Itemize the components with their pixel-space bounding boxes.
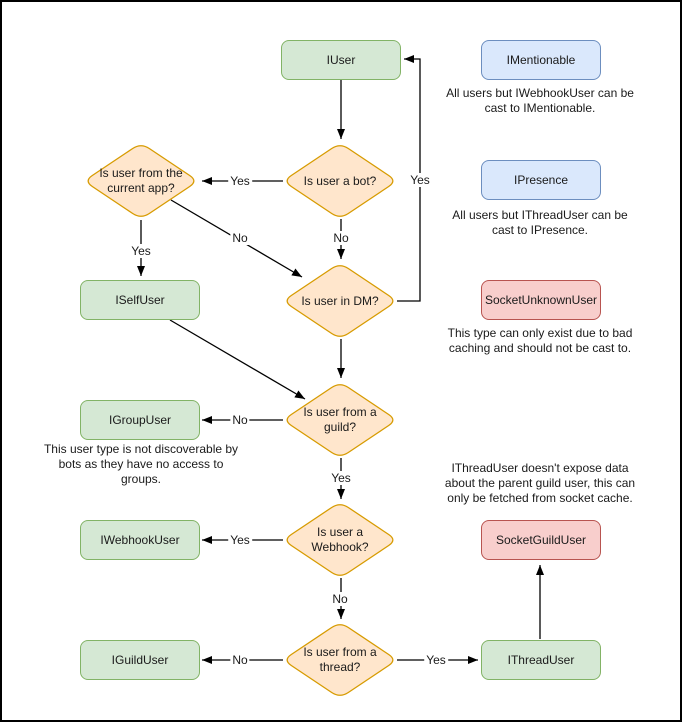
- edge-label-bot-no: No: [331, 231, 351, 245]
- edge-iselfuser-to-guild: [169, 319, 306, 400]
- edge-label-dm-yes: Yes: [408, 173, 432, 187]
- edge-label-bot-yes: Yes: [228, 174, 252, 188]
- decision-dm-shape: [286, 265, 394, 337]
- node-iselfuser: ISelfUser: [80, 280, 200, 320]
- edge-label-webhook-yes: Yes: [228, 533, 252, 547]
- node-imentionable: IMentionable: [481, 40, 601, 80]
- note-socketunknownuser: This type can only exist due to bad cach…: [447, 326, 633, 355]
- note-imentionable: All users but IWebhookUser can be cast t…: [446, 86, 634, 115]
- decision-guild-shape: [286, 384, 394, 456]
- node-iuser: IUser: [281, 40, 401, 80]
- node-iwebhookuser: IWebhookUser: [80, 520, 200, 560]
- edge-label-guild-yes: Yes: [329, 471, 353, 485]
- decision-thread-shape: [286, 624, 394, 696]
- edge-label-thread-yes: Yes: [424, 653, 448, 667]
- node-socketunknownuser: SocketUnknownUser: [481, 280, 601, 320]
- decision-current-app-shape: [87, 145, 195, 217]
- edge-label-guild-no: No: [230, 413, 250, 427]
- node-iguilduser: IGuildUser: [80, 640, 200, 680]
- node-socketguilduser: SocketGuildUser: [481, 520, 601, 560]
- edge-label-app-no: No: [230, 231, 250, 245]
- decision-bot-shape: [286, 145, 394, 217]
- node-ipresence: IPresence: [481, 160, 601, 200]
- note-igroupuser: This user type is not discoverable by bo…: [43, 442, 239, 486]
- node-ithreaduser: IThreadUser: [481, 640, 601, 680]
- decision-webhook-shape: [286, 504, 394, 576]
- note-ipresence: All users but IThreadUser can be cast to…: [452, 208, 628, 237]
- edge-label-webhook-no: No: [330, 592, 350, 606]
- edge-label-thread-no: No: [230, 653, 250, 667]
- note-ithreaduser: IThreadUser doesn't expose data about th…: [444, 461, 636, 505]
- edge-label-app-yes: Yes: [129, 244, 153, 258]
- node-igroupuser: IGroupUser: [80, 400, 200, 440]
